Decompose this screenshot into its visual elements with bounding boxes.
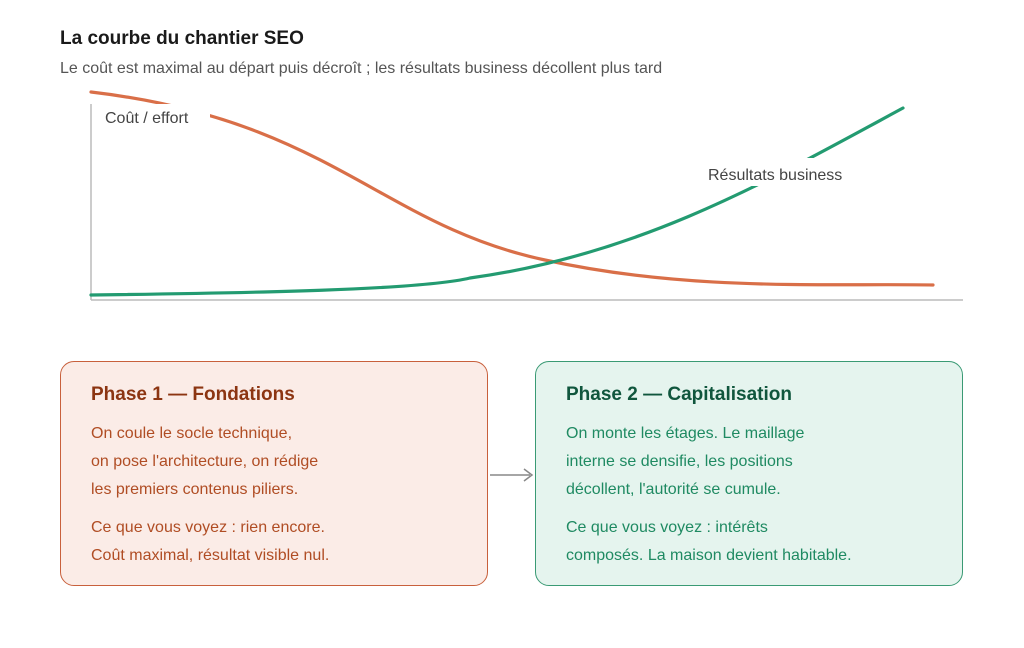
phase-1-card: Phase 1 — Fondations On coule le socle t… xyxy=(60,361,488,586)
phase-1-body-line: on pose l'architecture, on rédige xyxy=(91,453,319,470)
phase-arrow-head xyxy=(523,468,534,482)
chart-title: La courbe du chantier SEO xyxy=(60,28,304,49)
chart-subtitle: Le coût est maximal au départ puis décro… xyxy=(60,60,663,77)
phase-2-card: Phase 2 — Capitalisation On monte les ét… xyxy=(535,361,963,586)
phase-1-note-line: Ce que vous voyez : rien encore. xyxy=(91,519,325,536)
cost-effort-curve xyxy=(89,90,935,287)
phase-1-body-line: On coule le socle technique, xyxy=(91,425,293,442)
business-results-curve xyxy=(89,106,905,297)
phase-2-body-line: interne se densifie, les positions xyxy=(566,453,793,470)
phase-2-body-line: décollent, l'autorité se cumule. xyxy=(566,481,781,498)
phase-2-title: Phase 2 — Capitalisation xyxy=(566,384,792,405)
results-label-background xyxy=(700,158,860,186)
phase-2-note-line: Ce que vous voyez : intérêts xyxy=(566,519,768,536)
phase-1-note-line: Coût maximal, résultat visible nul. xyxy=(91,547,330,564)
phase-2-body-line: On monte les étages. Le maillage xyxy=(566,425,805,442)
phase-2-note-line: composés. La maison devient habitable. xyxy=(566,547,852,564)
results-curve-label: Résultats business xyxy=(708,167,842,184)
phase-1-body-line: les premiers contenus piliers. xyxy=(91,481,299,498)
cost-label-background xyxy=(98,104,210,132)
phase-1-title: Phase 1 — Fondations xyxy=(91,384,295,405)
cost-curve-label: Coût / effort xyxy=(105,110,189,127)
